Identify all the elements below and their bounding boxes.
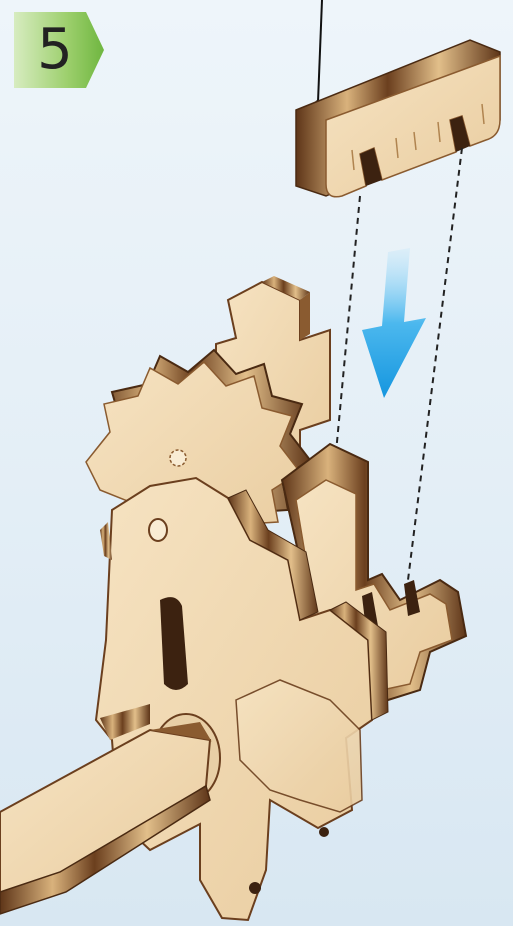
leader-line	[318, 0, 322, 102]
connector-piece	[296, 40, 500, 197]
down-arrow-icon	[362, 248, 426, 398]
guide-line-right	[408, 148, 462, 580]
